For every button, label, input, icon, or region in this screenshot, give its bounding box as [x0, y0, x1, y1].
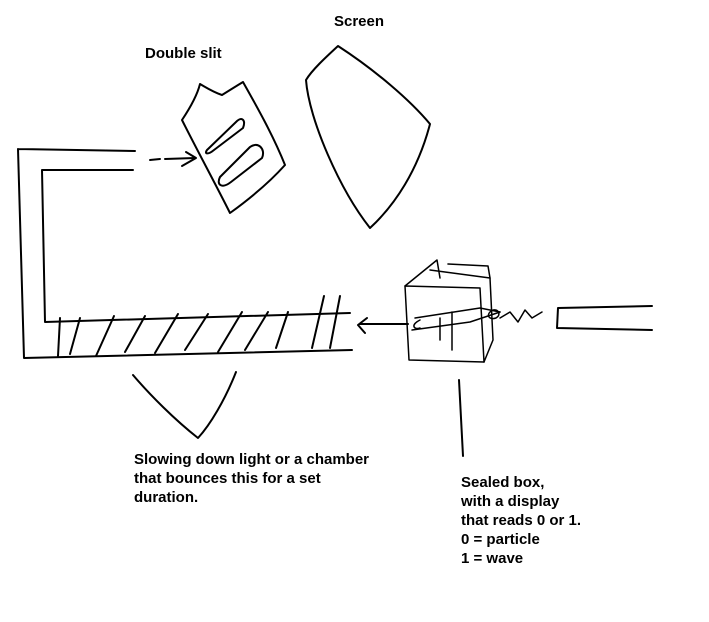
slowing-chamber-label: Slowing down light or a chamber that bou… — [134, 451, 370, 506]
slit-lower — [217, 143, 264, 187]
sealed-box-cube — [404, 259, 543, 363]
slit-upper — [204, 118, 246, 155]
slowing-pointer — [132, 371, 237, 439]
arrow-to-slit — [149, 151, 197, 167]
light-source — [556, 305, 653, 331]
double-slit-plate — [181, 81, 286, 214]
light-tube-outer — [17, 148, 353, 359]
light-tube-inner — [41, 169, 351, 323]
screen-shape — [305, 45, 431, 229]
sealed-box-pointer — [458, 379, 464, 457]
screen-label: Screen — [334, 13, 385, 30]
slowing-chamber-hatching — [57, 295, 341, 357]
sealed-box-label: Sealed box, with a display that reads 0 … — [461, 474, 582, 567]
double-slit-label: Double slit — [145, 45, 222, 62]
arrow-to-chamber — [357, 317, 409, 334]
